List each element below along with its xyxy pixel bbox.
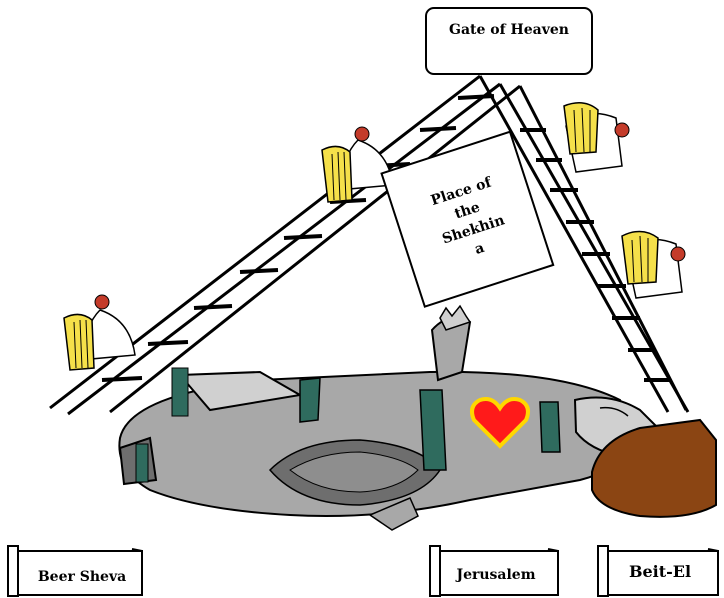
beit-el-label: Beit-El	[629, 562, 691, 581]
ladder-rungs-right	[520, 128, 670, 382]
gate-of-heaven-sign: Gate of Heaven	[425, 7, 593, 75]
beit-el-sign: Beit-El	[597, 545, 719, 597]
heart-icon	[470, 397, 530, 449]
angel-with-harp-icon	[321, 126, 394, 203]
angel-with-harp-icon	[63, 294, 136, 371]
jerusalem-label: Jerusalem	[454, 567, 535, 583]
angel-with-harp-icon	[621, 230, 686, 299]
angel-with-harp-icon	[563, 102, 630, 173]
ladder-back	[109, 84, 688, 414]
shekhina-sign: Place of the Shekhin a	[380, 130, 555, 308]
shekhina-line-2: the	[453, 199, 482, 222]
jerusalem-sign: Jerusalem	[429, 545, 559, 597]
stone-pillow-icon	[591, 418, 717, 518]
beer-sheva-sign: Beer Sheva	[7, 545, 143, 597]
beer-sheva-label: Beer Sheva	[38, 569, 126, 585]
gate-of-heaven-label: Gate of Heaven	[449, 22, 569, 38]
